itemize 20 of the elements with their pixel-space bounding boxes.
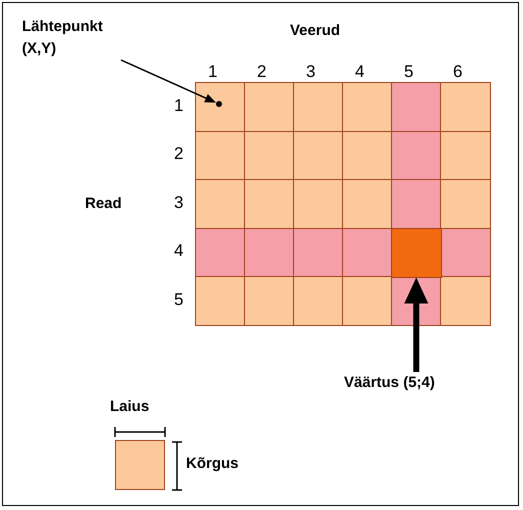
index-number: 5 xyxy=(174,290,184,310)
text-label: Laius xyxy=(110,398,150,415)
index-number: 3 xyxy=(306,62,316,82)
text-label: Veerud xyxy=(290,22,340,39)
index-number: 4 xyxy=(174,241,184,261)
text-label: Kõrgus xyxy=(186,455,238,472)
callout-label: Lähtepunkt (X,Y) xyxy=(22,16,122,60)
index-number: 1 xyxy=(208,62,218,82)
index-number: 4 xyxy=(355,62,364,82)
highlighted-cell xyxy=(391,228,442,278)
callout-label: Väärtus (5;4) xyxy=(344,372,435,394)
arrow xyxy=(120,59,216,103)
index-number: 3 xyxy=(174,193,184,213)
index-number: 6 xyxy=(453,62,462,82)
text-label: Read xyxy=(85,195,122,212)
arrow xyxy=(404,278,428,372)
index-number: 5 xyxy=(404,62,414,82)
index-number: 2 xyxy=(257,62,266,82)
index-number: 1 xyxy=(174,96,184,116)
index-number: 2 xyxy=(174,144,184,164)
